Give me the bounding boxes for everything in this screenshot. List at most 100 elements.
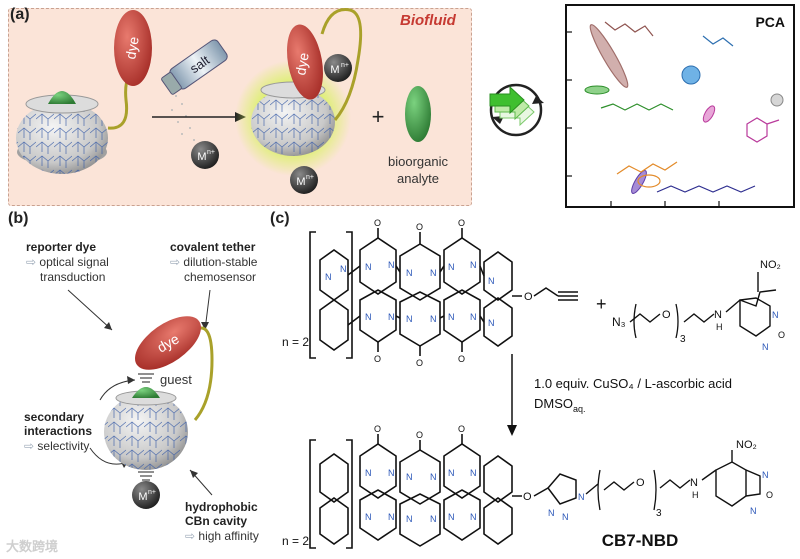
svg-text:N: N [714, 309, 722, 321]
svg-text:N: N [430, 314, 437, 324]
watermark-text: 大数跨境 [6, 539, 59, 554]
svg-text:N: N [340, 264, 347, 274]
guest-label: guest [160, 372, 192, 387]
cb-structure-top [309, 228, 513, 359]
svg-text:N: N [488, 276, 495, 286]
svg-text:N: N [578, 492, 585, 502]
svg-text:M: M [330, 64, 339, 76]
svg-text:O: O [374, 424, 381, 434]
reporter-dye-desc-2: transduction [40, 270, 106, 284]
dye-left [114, 10, 152, 86]
dye-right [287, 24, 323, 100]
covalent-tether-desc-1: ⇨ dilution-stable [170, 255, 258, 269]
svg-text:O: O [458, 424, 465, 434]
svg-text:O: O [416, 222, 423, 232]
svg-text:M: M [138, 491, 147, 503]
svg-text:N: N [470, 312, 477, 322]
hydrophobic-title-2: CBn cavity [185, 514, 248, 528]
salt-shaker-icon: salt [161, 39, 228, 95]
svg-text:n+: n+ [148, 489, 156, 496]
svg-text:O: O [374, 218, 381, 228]
svg-text:N: N [690, 477, 698, 489]
svg-text:O: O [458, 354, 465, 364]
svg-text:N: N [470, 468, 477, 478]
metal-ion-a1 [191, 141, 219, 169]
svg-text:O: O [416, 358, 423, 368]
svg-text:N: N [365, 512, 372, 522]
hydrophobic-desc: ⇨ high affinity [185, 529, 259, 543]
tether-right [320, 8, 363, 121]
svg-text:N: N [762, 342, 769, 352]
plus-a: + [372, 104, 385, 129]
svg-text:n+: n+ [306, 174, 314, 181]
panel-a-label: (a) [10, 6, 30, 23]
svg-text:N: N [762, 470, 769, 480]
product-name: CB7-NBD [602, 531, 679, 550]
svg-text:N: N [548, 508, 555, 518]
no2-top: NO₂ [760, 259, 781, 271]
metal-ion-a2 [324, 54, 352, 82]
svg-text:n+: n+ [207, 149, 215, 156]
svg-text:H: H [692, 490, 699, 500]
dye-left-label: dye [122, 35, 142, 60]
svg-text:O: O [778, 330, 785, 340]
svg-text:N: N [470, 260, 477, 270]
svg-text:N: N [750, 506, 757, 516]
svg-text:H: H [716, 322, 723, 332]
secondary-interactions-desc: ⇨ selectivity [24, 439, 90, 453]
svg-text:N: N [406, 514, 413, 524]
svg-text:N: N [430, 268, 437, 278]
svg-text:N: N [430, 514, 437, 524]
analyte-label-2: analyte [397, 171, 439, 186]
guest-b [132, 387, 160, 398]
svg-text:N: N [365, 312, 372, 322]
svg-text:N: N [406, 268, 413, 278]
svg-text:N: N [325, 272, 332, 282]
repeat-bottom: 3 [656, 508, 662, 519]
svg-text:O: O [458, 218, 465, 228]
svg-text:N: N [406, 314, 413, 324]
svg-text:O: O [416, 430, 423, 440]
azide-label: N₃ [612, 315, 626, 329]
svg-text:O: O [524, 291, 533, 303]
conditions-line-2: DMSOaq. [534, 396, 586, 414]
svg-text:M: M [296, 176, 305, 188]
pca-cluster-brown [589, 24, 629, 88]
dye-b [135, 316, 201, 370]
svg-text:N: N [488, 318, 495, 328]
panel-b-label: (b) [8, 210, 29, 227]
secondary-interactions-title-1: secondary [24, 410, 85, 424]
svg-text:N: N [388, 260, 395, 270]
cb-structure-bottom [309, 434, 513, 549]
guest-analyte-left [48, 91, 76, 104]
repeat-top: 3 [680, 334, 686, 345]
svg-text:N: N [430, 472, 437, 482]
pca-cluster-gray [770, 93, 784, 107]
svg-text:N: N [470, 512, 477, 522]
svg-text:N: N [365, 262, 372, 272]
svg-text:N: N [388, 312, 395, 322]
svg-text:N: N [406, 472, 413, 482]
hydrophobic-title-1: hydrophobic [185, 500, 258, 514]
svg-text:N: N [562, 512, 569, 522]
bioorganic-analyte-icon [405, 86, 431, 142]
svg-text:N: N [388, 512, 395, 522]
metal-ion-b [132, 481, 160, 509]
svg-text:N: N [365, 468, 372, 478]
svg-text:N: N [772, 310, 779, 320]
svg-text:N: N [448, 468, 455, 478]
dye-right-label: dye [292, 51, 312, 76]
n-top: n = 2 [282, 335, 309, 349]
svg-text:M: M [197, 151, 206, 163]
triazole-ring [547, 473, 577, 505]
n-bottom: n = 2 [282, 534, 309, 548]
metal-ion-a3 [290, 166, 318, 194]
svg-text:O: O [636, 477, 645, 489]
svg-text:N: N [448, 512, 455, 522]
analyte-label-1: bioorganic [388, 154, 448, 169]
secondary-interactions-title-2: interactions [24, 424, 93, 438]
